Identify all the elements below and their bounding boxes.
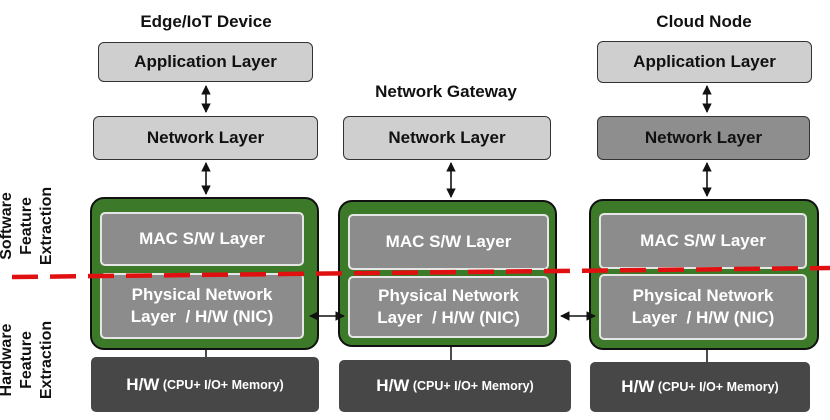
- edge-application-layer: Application Layer: [98, 42, 313, 82]
- cloud-network-layer: Network Layer: [597, 116, 810, 160]
- hw-detail: (CPU+ I/O+ Memory): [654, 380, 779, 394]
- phy-line: Layer / H/W (NIC): [631, 308, 775, 327]
- cloud-physical-network-layer: Physical Network Layer / H/W (NIC): [599, 274, 807, 340]
- gateway-title: Network Gateway: [375, 82, 517, 101]
- phy-line: Layer / H/W (NIC): [130, 307, 274, 326]
- phy-line: Physical Network: [131, 284, 273, 304]
- hw-label: H/W: [376, 376, 410, 395]
- edge-device-title: Edge/IoT Device: [140, 12, 272, 31]
- edge-mac-sw-layer: MAC S/W Layer: [100, 212, 304, 266]
- hw-label: H/W: [126, 374, 160, 394]
- hw-detail: (CPU+ I/O+ Memory): [409, 379, 534, 393]
- sw-hw-divider-line: [11, 265, 830, 280]
- phy-line: Layer / H/W (NIC): [377, 308, 520, 327]
- edge-hardware-box: H/W (CPU+ I/O+ Memory): [91, 357, 319, 412]
- phy-line: Physical Network: [632, 285, 774, 305]
- cloud-hardware-box: H/W (CPU+ I/O+ Memory): [590, 362, 810, 412]
- gateway-network-layer: Network Layer: [343, 116, 551, 160]
- edge-physical-network-layer: Physical Network Layer / H/W (NIC): [100, 273, 304, 339]
- gateway-mac-sw-layer: MAC S/W Layer: [348, 214, 549, 270]
- cloud-application-layer: Application Layer: [597, 41, 812, 83]
- edge-network-layer: Network Layer: [93, 116, 318, 160]
- gateway-physical-network-layer: Physical Network Layer / H/W (NIC): [348, 276, 549, 338]
- phy-line: Physical Network: [378, 285, 519, 305]
- cloud-mac-sw-layer: MAC S/W Layer: [599, 213, 807, 269]
- hw-detail: (CPU+ I/O+ Memory): [159, 377, 284, 392]
- hw-label: H/W: [621, 377, 655, 396]
- gateway-hardware-box: H/W (CPU+ I/O+ Memory): [339, 360, 571, 412]
- cloud-node-title: Cloud Node: [656, 12, 752, 31]
